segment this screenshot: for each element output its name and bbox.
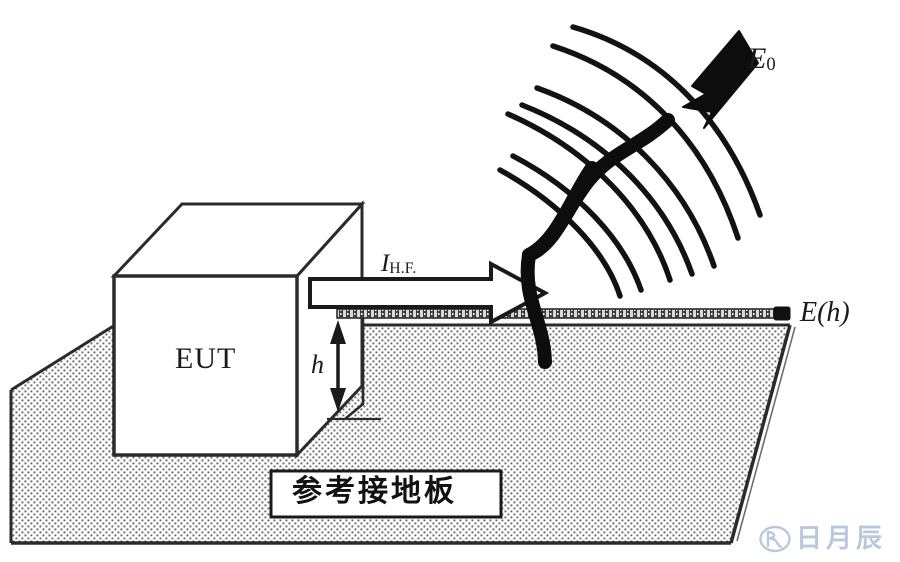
cable-terminal-tip (773, 306, 791, 321)
wave-arc-5 (505, 111, 673, 283)
incident-field-arrow-shaft-lower (522, 161, 599, 262)
wave-front-arcs (497, 24, 763, 299)
height-label: h (311, 350, 324, 379)
cable-current-arrow[interactable] (308, 260, 550, 326)
field-at-height-label: E(h) (800, 297, 850, 328)
height-witness-line-vertical (344, 318, 365, 420)
watermark-logo-icon (759, 525, 791, 553)
height-arrowhead-up (330, 320, 346, 344)
height-arrowhead-down (330, 388, 346, 412)
watermark-text: 日月辰 (796, 524, 887, 554)
cable-current-label: IH.F. (381, 250, 417, 277)
watermark: 日月辰 (759, 524, 886, 554)
wave-arc-3 (534, 85, 717, 269)
eut-front-face (112, 274, 299, 457)
ground-plane-label: 参考接地板 (292, 474, 457, 509)
ground-plane-left-slant-edge (10, 323, 116, 392)
eut-label: EUT (175, 342, 237, 375)
wave-arc-7 (497, 167, 623, 299)
wave-arc-1 (570, 24, 763, 218)
incident-field-arrow-tail (520, 248, 552, 369)
incident-field-arrowhead (682, 30, 759, 129)
ground-plane-caption-box (269, 469, 503, 519)
wave-arc-4 (519, 102, 695, 277)
ground-plane-right-slant-edge (729, 324, 792, 544)
incident-field-label: E0 (748, 42, 776, 76)
ground-plane-right-inner-edge (736, 326, 796, 542)
wave-arc-6 (510, 153, 644, 293)
